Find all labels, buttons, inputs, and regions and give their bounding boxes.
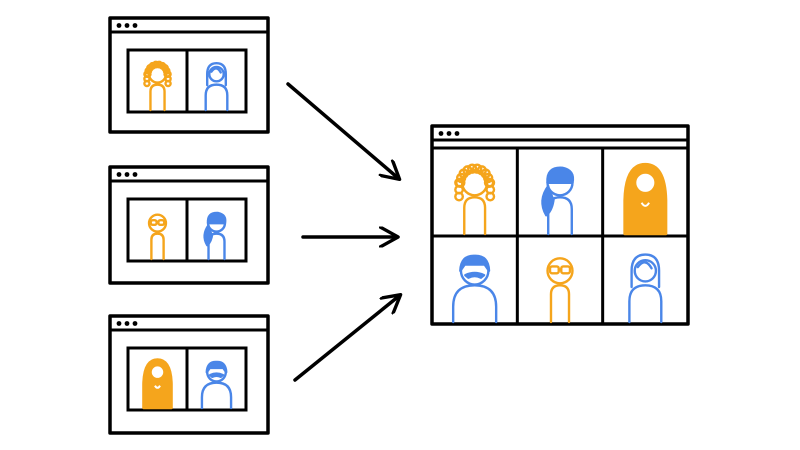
long-hair-person-icon <box>628 253 663 324</box>
window-dot-icon <box>116 23 122 28</box>
call-window-2 <box>108 165 270 285</box>
window-dot-icon <box>132 172 138 177</box>
window-dot-icon <box>124 23 130 28</box>
call-window-3 <box>108 314 270 435</box>
ponytail-person-icon <box>203 211 227 261</box>
window-dot-icon <box>116 321 122 326</box>
window-dot-icon <box>454 131 460 136</box>
call-window-1 <box>108 16 270 134</box>
window-dot-icon <box>446 131 452 136</box>
glasses-person-icon <box>147 213 168 261</box>
ponytail-person-icon <box>541 166 575 236</box>
merged-call-window <box>430 124 690 326</box>
window-dot-icon <box>438 131 444 136</box>
merge-arrow-1 <box>286 82 398 178</box>
window-dot-icon <box>124 321 130 326</box>
window-dot-icon <box>116 172 122 177</box>
window-dot-icon <box>132 321 138 326</box>
hijab-person-icon <box>142 358 173 410</box>
mustache-person-icon <box>451 254 498 324</box>
long-hair-person-icon <box>204 61 229 112</box>
curly-hair-person-icon <box>454 163 496 236</box>
merge-arrow-3 <box>293 296 399 382</box>
mustache-person-icon <box>200 360 233 410</box>
window-dot-icon <box>124 172 130 177</box>
window-dot-icon <box>132 23 138 28</box>
glasses-person-icon <box>546 257 574 324</box>
curly-hair-person-icon <box>143 60 172 112</box>
hijab-person-icon <box>623 162 668 236</box>
